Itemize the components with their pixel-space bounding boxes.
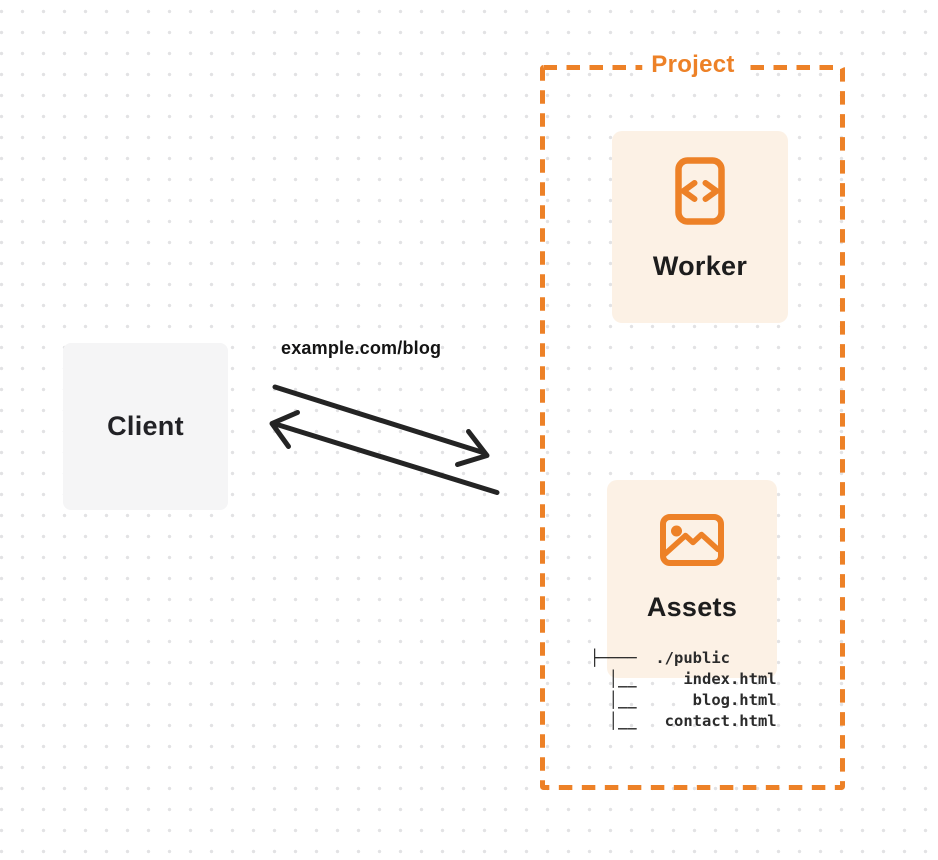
- response-arrow: [269, 410, 500, 495]
- request-arrow: [272, 384, 490, 467]
- client-node: Client: [63, 343, 228, 510]
- client-label: Client: [107, 411, 184, 441]
- worker-label: Worker: [652, 251, 748, 281]
- assets-file-tree: ├──── ./public │__ index.html │__ blog.h…: [590, 649, 777, 730]
- assets-label: Assets: [646, 592, 738, 622]
- assets-node: Assets: [607, 480, 777, 678]
- code-icon: [675, 157, 725, 225]
- worker-node: Worker: [612, 131, 788, 323]
- request-url-label: example.com/blog: [281, 338, 442, 358]
- image-icon: [660, 514, 724, 566]
- project-boundary-label: Project: [642, 51, 744, 79]
